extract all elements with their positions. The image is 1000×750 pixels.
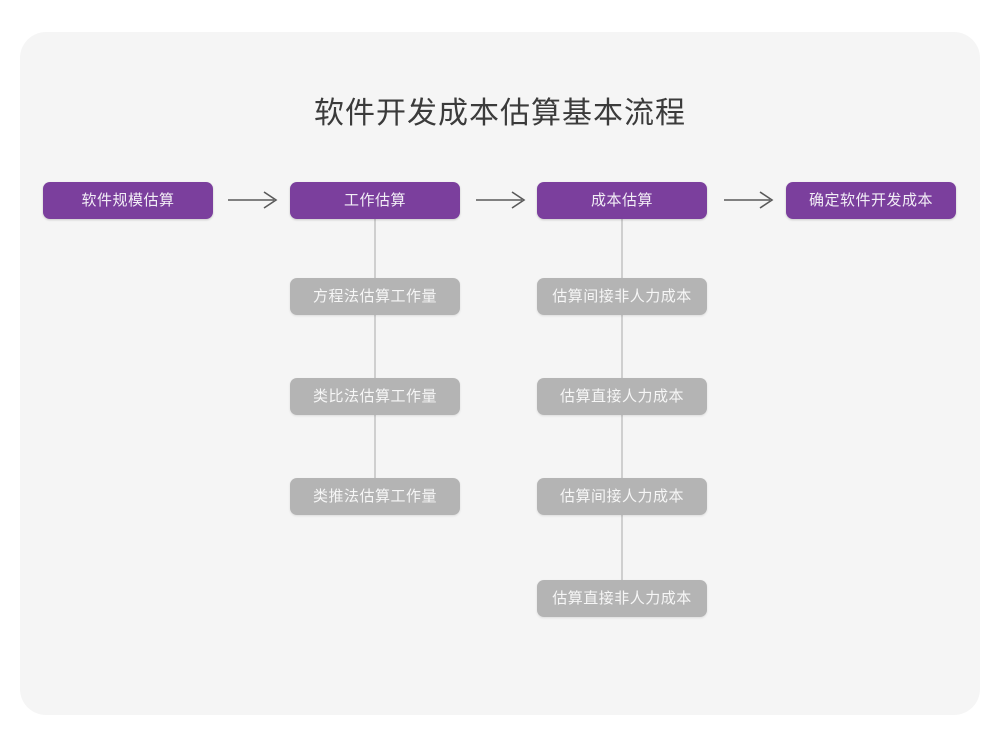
diagram-card: 软件开发成本估算基本流程 xyxy=(20,32,980,715)
substep-node-indirect-nonlabor-cost[interactable]: 估算间接非人力成本 xyxy=(537,278,707,315)
substep-node-inference-method[interactable]: 类推法估算工作量 xyxy=(290,478,460,515)
substep-node-label: 方程法估算工作量 xyxy=(312,288,437,305)
stage-node-label: 软件规模估算 xyxy=(81,192,175,209)
substep-node-indirect-labor-cost[interactable]: 估算间接人力成本 xyxy=(537,478,707,515)
substep-node-label: 类比法估算工作量 xyxy=(312,388,437,405)
arrow-stage-3-to-stage-4 xyxy=(724,188,776,212)
page-title: 软件开发成本估算基本流程 xyxy=(314,97,686,130)
stage-node-determine-development-cost[interactable]: 确定软件开发成本 xyxy=(786,182,956,219)
arrow-stage-1-to-stage-2 xyxy=(228,188,280,212)
stage-node-software-scale-estimation[interactable]: 软件规模估算 xyxy=(43,182,213,219)
substep-node-direct-nonlabor-cost[interactable]: 估算直接非人力成本 xyxy=(537,580,707,617)
arrow-stage-2-to-stage-3 xyxy=(476,188,528,212)
substep-node-label: 估算直接非人力成本 xyxy=(552,590,692,607)
substep-node-direct-labor-cost[interactable]: 估算直接人力成本 xyxy=(537,378,707,415)
substep-node-label: 类推法估算工作量 xyxy=(312,488,437,505)
substep-node-label: 估算间接人力成本 xyxy=(559,488,684,505)
substep-node-label: 估算直接人力成本 xyxy=(559,388,684,405)
connector-line-stage-2 xyxy=(374,218,376,500)
stage-node-label: 确定软件开发成本 xyxy=(808,192,933,209)
stage-node-label: 成本估算 xyxy=(590,192,653,209)
substep-node-analogy-method[interactable]: 类比法估算工作量 xyxy=(290,378,460,415)
substep-node-equation-method[interactable]: 方程法估算工作量 xyxy=(290,278,460,315)
stage-node-cost-estimation[interactable]: 成本估算 xyxy=(537,182,707,219)
stage-node-label: 工作估算 xyxy=(343,192,406,209)
substep-node-label: 估算间接非人力成本 xyxy=(552,288,692,305)
stage-node-work-estimation[interactable]: 工作估算 xyxy=(290,182,460,219)
